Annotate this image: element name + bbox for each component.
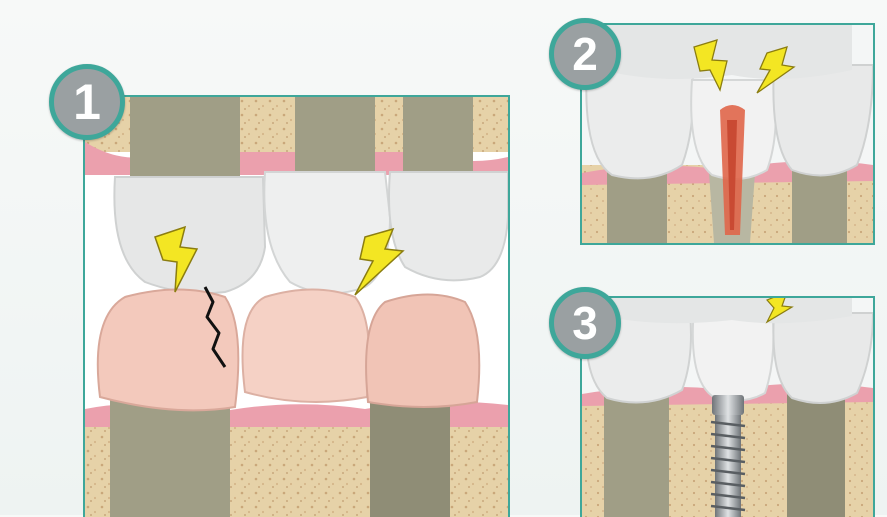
step-number: 2 — [572, 27, 598, 81]
upper-root — [130, 97, 240, 177]
step-badge-1: 1 — [49, 64, 125, 140]
upper-teeth — [602, 25, 852, 79]
lower-crown — [366, 295, 479, 408]
panel-dental-implant — [580, 296, 875, 517]
dental-implant-illustration — [582, 298, 873, 517]
crown — [773, 313, 873, 403]
lower-crown — [243, 290, 370, 402]
step-number: 3 — [572, 296, 598, 350]
upper-teeth — [602, 298, 852, 323]
crown — [773, 65, 873, 175]
step-badge-3: 3 — [549, 287, 621, 359]
upper-root — [295, 97, 375, 177]
implant-screw — [711, 415, 745, 517]
step-badge-2: 2 — [549, 18, 621, 90]
lower-crown-cracked — [98, 290, 239, 411]
upper-crown — [389, 172, 508, 280]
panel-infected-tooth — [580, 23, 875, 245]
lower-root — [370, 397, 450, 517]
panel-cracked-tooth — [83, 95, 510, 517]
infected-tooth-illustration — [582, 25, 873, 243]
lower-root — [110, 397, 230, 517]
upper-root — [403, 97, 473, 177]
step-number: 1 — [73, 73, 101, 131]
cracked-tooth-illustration — [85, 97, 508, 517]
upper-crown-cracked — [114, 177, 265, 293]
implant-abutment — [712, 395, 744, 415]
